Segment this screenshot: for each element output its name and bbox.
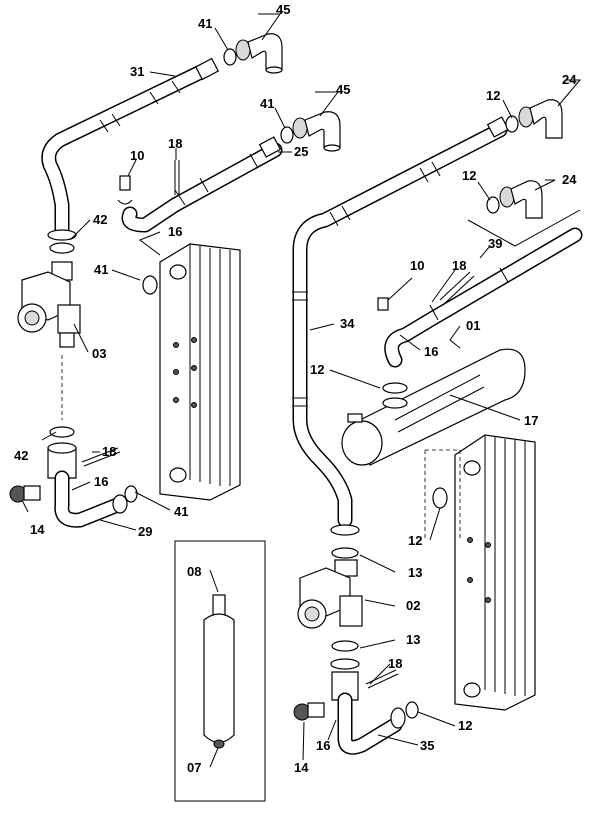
- callout-39: 39: [488, 236, 502, 251]
- pump-03: [17, 229, 81, 420]
- callout-07: 07: [187, 760, 201, 775]
- callout-16: 16: [94, 474, 108, 489]
- callout-17: 17: [524, 413, 538, 428]
- callout-10: 10: [130, 148, 144, 163]
- drain-valve-14-right: [293, 702, 325, 721]
- callout-18: 18: [168, 136, 182, 151]
- callout-41: 41: [198, 16, 212, 31]
- elbow-fitting-24-top: [505, 99, 563, 139]
- callout-12: 12: [408, 533, 422, 548]
- callout-labels: 41 45 31 41 45 18 10 25 42 16 41 03 42 1…: [14, 2, 577, 775]
- expansion-vessel-07: [203, 594, 235, 749]
- callout-12: 12: [486, 88, 500, 103]
- callout-34: 34: [340, 316, 355, 331]
- callout-29: 29: [138, 524, 152, 539]
- callout-18: 18: [452, 258, 466, 273]
- pipe-39: [377, 227, 583, 368]
- elbow-fitting-45-middle: [280, 111, 341, 152]
- callout-08: 08: [187, 564, 201, 579]
- callout-12: 12: [458, 718, 472, 733]
- callout-14: 14: [30, 522, 45, 537]
- callout-16: 16: [316, 738, 330, 753]
- pipe-29: [47, 426, 138, 528]
- o-ring-12-right: [432, 487, 448, 509]
- callout-02: 02: [406, 598, 420, 613]
- callout-01: 01: [466, 318, 480, 333]
- callout-25: 25: [294, 144, 308, 159]
- callout-12: 12: [310, 362, 324, 377]
- callout-45: 45: [276, 2, 290, 17]
- callout-42: 42: [93, 212, 107, 227]
- callout-24: 24: [562, 72, 577, 87]
- expansion-vessel-inset-frame: [174, 540, 266, 802]
- plate-heat-exchanger-left: [159, 243, 241, 501]
- callout-12: 12: [462, 168, 476, 183]
- callout-13: 13: [406, 632, 420, 647]
- elbow-fitting-45-top: [223, 33, 283, 74]
- callout-10: 10: [410, 258, 424, 273]
- callout-31: 31: [130, 64, 144, 79]
- buffer-tank-17: [341, 348, 526, 466]
- pump-02: [297, 524, 363, 670]
- pipe-35: [331, 669, 419, 755]
- air-vent-valve-10-left: [117, 160, 180, 205]
- callout-16: 16: [168, 224, 182, 239]
- callout-45: 45: [336, 82, 350, 97]
- pipe-34: [292, 116, 510, 528]
- callout-18: 18: [102, 444, 116, 459]
- plate-heat-exchanger-right: [424, 434, 536, 711]
- callout-13: 13: [408, 565, 422, 580]
- callout-35: 35: [420, 738, 434, 753]
- callout-16: 16: [424, 344, 438, 359]
- callout-41: 41: [174, 504, 188, 519]
- callout-41: 41: [94, 262, 108, 277]
- callout-41: 41: [260, 96, 274, 111]
- callout-18: 18: [388, 656, 402, 671]
- o-ring-41-upper: [142, 275, 158, 295]
- pipe-25: [121, 136, 283, 233]
- callout-03: 03: [92, 346, 106, 361]
- leader-lines: [21, 13, 582, 768]
- drain-valve-14-left: [9, 485, 41, 503]
- callout-24: 24: [562, 172, 577, 187]
- reference-bracket: [467, 209, 581, 247]
- callout-14: 14: [294, 760, 309, 775]
- callout-42: 42: [14, 448, 28, 463]
- elbow-fitting-24-middle: [486, 180, 543, 219]
- pipe-31: [41, 57, 220, 240]
